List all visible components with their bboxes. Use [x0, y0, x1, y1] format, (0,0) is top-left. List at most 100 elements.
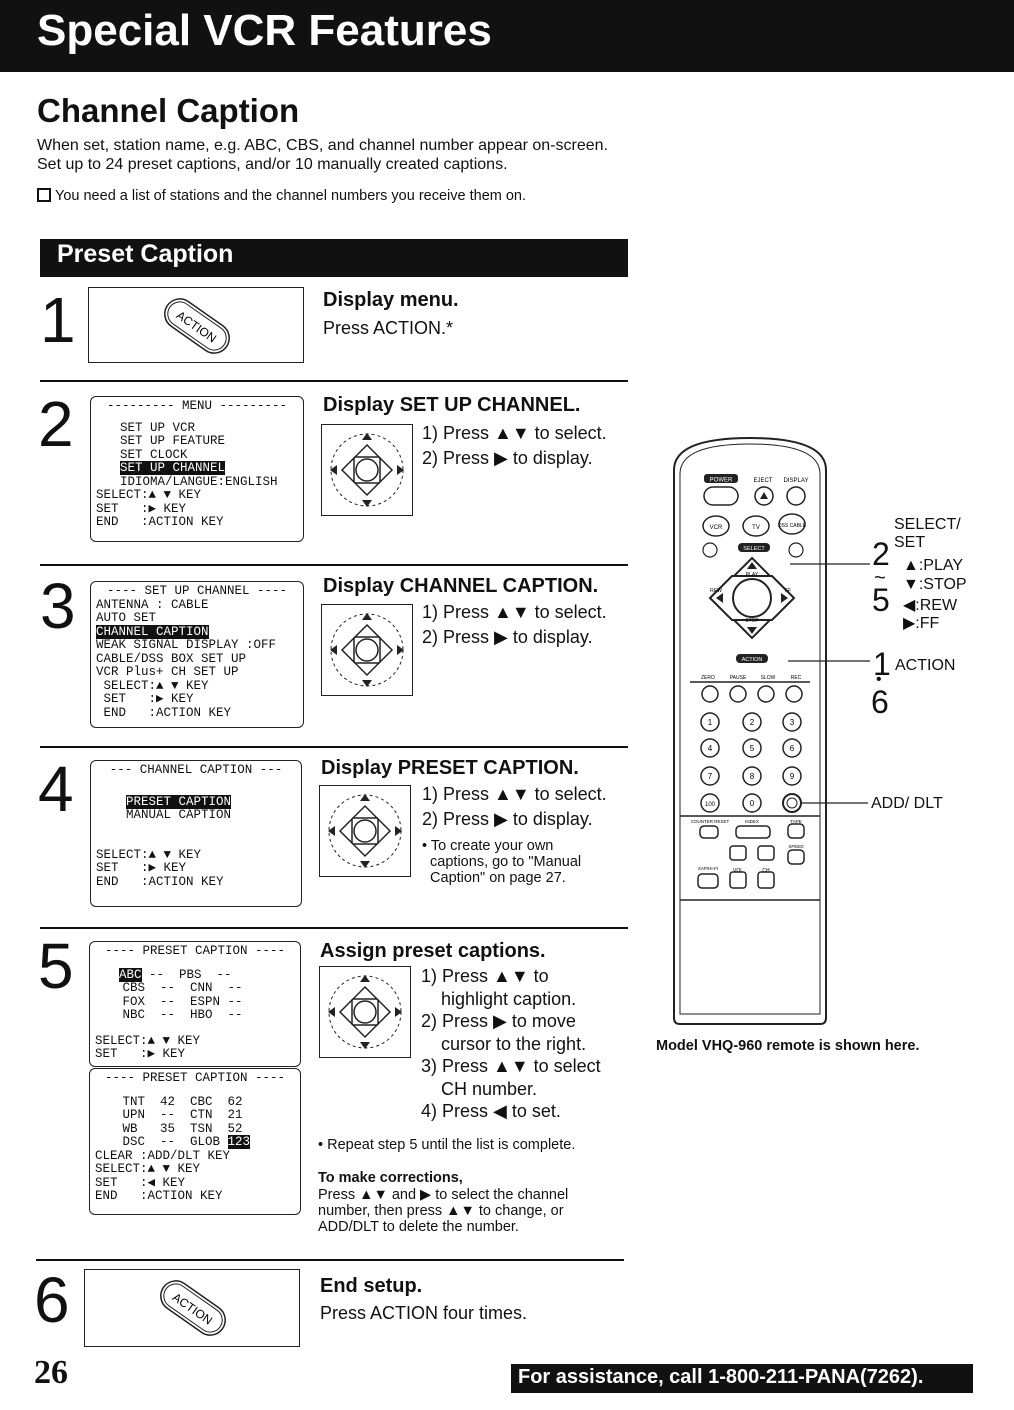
key-hint: END :ACTION KEY: [96, 874, 224, 889]
key-hint: CLEAR :ADD/DLT KEY: [95, 1148, 231, 1163]
caption-row: NBC -- HBO --: [115, 1008, 243, 1022]
display-label: DISPLAY: [784, 478, 809, 484]
action-step-bottom: 6: [871, 684, 889, 720]
step-3-line-1: 1) Press ▲▼ to select.: [422, 602, 607, 622]
rec-label: REC: [791, 675, 802, 681]
setup-channel-header: ---- SET UP CHANNEL ----: [106, 584, 288, 598]
step-4-title: Display PRESET CAPTION.: [321, 757, 579, 779]
tape-label: TAPE: [790, 819, 801, 824]
ch-label: CH: [762, 868, 770, 874]
step-2-line-1: 1) Press ▲▼ to select.: [422, 423, 607, 443]
action-step-top: 1: [873, 646, 891, 682]
divider: [40, 746, 628, 748]
preset-caption-header: ---- PRESET CAPTION ----: [104, 944, 286, 958]
step-5-title: Assign preset captions.: [320, 940, 546, 962]
corrections-text: Press ▲▼ and ▶ to select the channel num…: [318, 1187, 569, 1235]
dpad-illustration: [321, 424, 413, 516]
menu-item: AUTO SET: [96, 611, 157, 625]
divider: [40, 927, 628, 929]
digit-2: 2: [750, 718, 755, 727]
step-4-number: 4: [38, 753, 74, 825]
menu-item: SET UP FEATURE: [120, 434, 226, 448]
tv-button: [742, 515, 770, 537]
step-range-top: 2: [872, 536, 890, 572]
action-button-icon: ACTION: [160, 1280, 226, 1336]
caption-row: WB 35 TSN 52: [115, 1121, 243, 1136]
action-step-dot: •: [876, 671, 882, 688]
menu-item: VCR Plus+ CH SET UP: [96, 665, 239, 679]
rew-callout: ◀:REW: [903, 597, 958, 614]
digit-0: 0: [750, 799, 755, 808]
vol-label: VOL: [733, 868, 743, 874]
digit-100: 100: [705, 802, 716, 808]
key-hint: SELECT:▲ ▼ KEY: [96, 488, 202, 502]
vcr-label: VCR: [710, 525, 723, 531]
dpad-illustration: [319, 966, 411, 1058]
step-3-title: Display CHANNEL CAPTION.: [323, 575, 599, 597]
step-2-line-2: 2) Press ▶ to display.: [422, 448, 593, 468]
menu-item-selected: PRESET CAPTION: [126, 794, 232, 809]
action-button-illustration: ACTION: [84, 1269, 300, 1347]
section-title: Preset Caption: [57, 240, 234, 268]
step-4-line-2: 2) Press ▶ to display.: [422, 809, 593, 829]
dpad-icon: [330, 613, 404, 687]
corrections-title: To make corrections,: [318, 1170, 463, 1186]
ff-callout: ▶:FF: [903, 615, 940, 632]
menu-item: SET CLOCK: [120, 447, 188, 462]
index-label: INDEX: [745, 819, 759, 824]
divider: [36, 1259, 624, 1261]
preset-caption-screen-b: ---- PRESET CAPTION ---- TNT 42 CBC 62 U…: [89, 1068, 301, 1215]
dpad-illustration: [321, 604, 413, 696]
add-dlt-callout: ADD/ DLT: [871, 795, 943, 812]
menu-item: WEAK SIGNAL DISPLAY :OFF: [96, 638, 277, 652]
play-label: PLAY: [746, 572, 759, 578]
digit-3: 3: [790, 718, 795, 727]
dpad-illustration: [319, 785, 411, 877]
slow-label: SLOW: [761, 675, 776, 681]
remote-model-caption: Model VHQ-960 remote is shown here.: [656, 1038, 920, 1054]
step-5-number: 5: [38, 930, 74, 1002]
assistance-banner: For assistance, call 1-800-211-PANA(7262…: [511, 1364, 973, 1393]
menu-item: CABLE/DSS BOX SET UP: [96, 651, 247, 666]
eject-label: EJECT: [753, 478, 772, 484]
pause-label: PAUSE: [730, 675, 747, 681]
digit-6: 6: [790, 744, 795, 753]
step-3-line-2: 2) Press ▶ to display.: [422, 627, 593, 647]
caption-row: FOX -- ESPN --: [115, 994, 243, 1009]
intro-text: When set, station name, e.g. ABC, CBS, a…: [37, 136, 737, 174]
step-1-text: Press ACTION.*: [323, 318, 454, 338]
prerequisite-note: You need a list of stations and the chan…: [37, 188, 526, 204]
power-button: [703, 486, 739, 506]
key-hint: SET :◀ KEY: [95, 1175, 186, 1190]
preset-caption-header: ---- PRESET CAPTION ----: [104, 1071, 286, 1085]
menu-item-selected: CHANNEL CAPTION: [96, 624, 209, 639]
digit-7: 7: [708, 772, 713, 781]
action-callout: ACTION: [895, 657, 956, 674]
play-callout: ▲:PLAY: [903, 557, 964, 574]
intro-line-2: Set up to 24 preset captions, and/or 10 …: [37, 156, 508, 173]
key-hint: SELECT:▲ ▼ KEY: [96, 847, 202, 862]
dpad-icon: [328, 794, 402, 868]
step-6-number: 6: [34, 1264, 70, 1336]
page-number: 26: [34, 1354, 68, 1391]
key-hint: SELECT:▲ ▼ KEY: [96, 678, 209, 693]
tv-label: TV: [752, 525, 760, 531]
select-label: SELECT: [743, 546, 765, 552]
step-4-note: • To create your own captions, go to "Ma…: [422, 838, 582, 886]
digit-8: 8: [750, 772, 755, 781]
page-title: Channel Caption: [37, 92, 300, 129]
step-5-note: • Repeat step 5 until the list is comple…: [318, 1137, 576, 1153]
checkbox-icon: [37, 188, 51, 202]
speed-label: SPEED: [788, 844, 804, 849]
caption-row: CBS -- CNN --: [115, 981, 243, 995]
key-hint: SET :▶ KEY: [95, 1047, 186, 1061]
menu-item: IDIOMA/LANGUE:ENGLISH: [120, 474, 278, 489]
digit-9: 9: [790, 772, 795, 781]
zero-label: ZERO: [701, 675, 715, 681]
dss-cable-button: [778, 513, 806, 535]
key-hint: SET :▶ KEY: [96, 861, 187, 875]
menu-item: ANTENNA : CABLE: [96, 597, 209, 612]
caption-row: UPN -- CTN 21: [115, 1108, 243, 1122]
